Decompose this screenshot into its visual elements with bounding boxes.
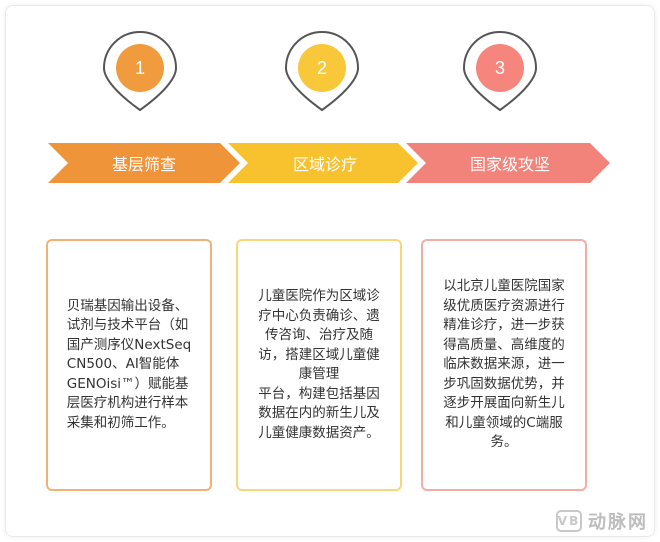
diagram-frame <box>5 5 655 537</box>
stage-label-3: 国家级攻坚 <box>469 155 550 174</box>
stage-number-3: 3 <box>494 57 505 78</box>
stage-arrow-2 <box>228 143 418 183</box>
pin-1 <box>102 31 178 112</box>
stage-description-2: 儿童医院作为区域诊 疗中心负责确诊、遗 传咨询、治疗及随 访，搭建区域儿童健 康… <box>258 288 380 441</box>
watermark-text: 动脉网 <box>588 512 648 533</box>
watermark-logo-icon: VB <box>556 510 582 532</box>
pin-2 <box>284 31 360 112</box>
stage-number-1: 1 <box>134 57 145 78</box>
stage-label-2: 区域诊疗 <box>292 155 357 174</box>
stage-card-1: 贝瑞基因输出设备、 试剂与技术平台（如 国产测序仪NextSeq CN500、A… <box>46 239 212 491</box>
pin-circle-3 <box>476 44 524 92</box>
stage-card-3: 以北京儿童医院国家 级优质医疗资源进行 精准诊疗，进一步获 得高质量、高维度的 … <box>421 239 587 491</box>
stage-card-2: 儿童医院作为区域诊 疗中心负责确诊、遗 传咨询、治疗及随 访，搭建区域儿童健 康… <box>236 239 402 491</box>
stage-number-2: 2 <box>316 57 327 78</box>
stage-description-1: 贝瑞基因输出设备、 试剂与技术平台（如 国产测序仪NextSeq CN500、A… <box>66 297 192 431</box>
pin-circle-2 <box>298 44 346 92</box>
stage-arrow-3 <box>406 143 610 183</box>
stage-label-1: 基层筛查 <box>111 155 176 174</box>
stage-arrow-1 <box>48 143 240 183</box>
watermark: VB 动脉网 <box>556 508 648 534</box>
stage-description-3: 以北京儿童医院国家 级优质医疗资源进行 精准诊疗，进一步获 得高质量、高维度的 … <box>443 278 565 451</box>
pin-3 <box>462 31 538 112</box>
pin-circle-1 <box>116 44 164 92</box>
